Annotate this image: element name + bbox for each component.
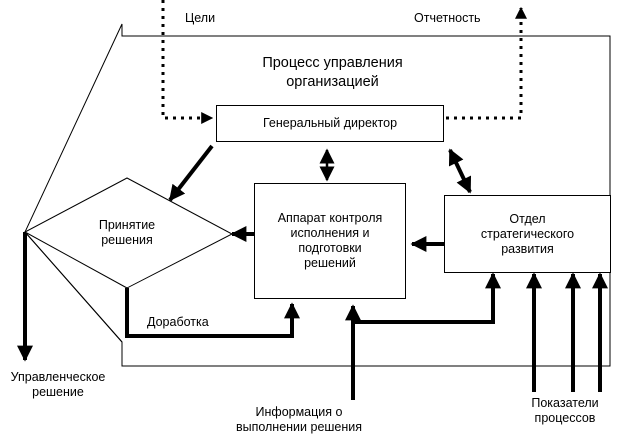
rework-arrow — [125, 288, 300, 338]
process-outline-lower — [24, 231, 123, 343]
director-strategy-arrow — [448, 148, 472, 194]
decision-label: Принятие решения — [98, 218, 156, 247]
director-to-decision-arrow — [168, 144, 214, 202]
reporting-arrow — [446, 6, 527, 120]
general-director-box: Генеральный директор — [216, 105, 444, 142]
decision-diamond — [23, 177, 234, 289]
goals-label: Цели — [185, 11, 216, 25]
strategy-department-box: Отдел стратегического развития — [444, 195, 611, 273]
process-indicators-label: Показатели процессов — [531, 396, 599, 425]
execution-info-to-strategy-arrow — [353, 272, 501, 324]
general-director-label: Генеральный директор — [262, 116, 398, 130]
control-apparatus-label: Аппарат контроля исполнения и подготовки… — [277, 211, 383, 270]
reporting-label: Отчетность — [414, 11, 481, 25]
execution-info-label: Информация о выполнении решения — [235, 405, 363, 434]
control-apparatus-box: Аппарат контроля исполнения и подготовки… — [254, 183, 406, 299]
process-outline — [24, 23, 611, 367]
management-decision-label: Управленческое решение — [10, 370, 106, 399]
strategy-department-label: Отдел стратегического развития — [480, 211, 575, 256]
process-title: Процесс управления организацией — [262, 55, 403, 90]
rework-label: Доработка — [147, 315, 209, 329]
